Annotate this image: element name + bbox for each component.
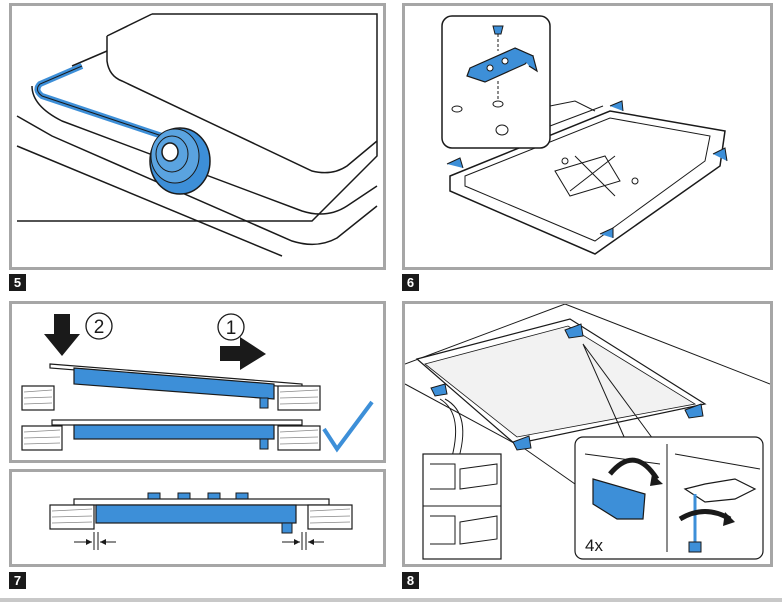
clamp-rotation-icon bbox=[592, 478, 646, 520]
push-down-arrow-icon bbox=[44, 314, 80, 356]
clamp-fixing-illustration: 4x bbox=[405, 304, 770, 560]
clamp-bracket-icon bbox=[683, 478, 757, 503]
gap-clearance-illustration bbox=[49, 492, 353, 550]
step-number-6: 6 bbox=[402, 274, 419, 291]
checkmark-icon bbox=[322, 400, 374, 453]
panel-step-6 bbox=[402, 3, 773, 270]
bottom-border bbox=[0, 598, 782, 602]
step-number-8: 8 bbox=[402, 572, 419, 589]
step-number-5: 5 bbox=[9, 274, 26, 291]
step-order-1: 1 bbox=[226, 318, 237, 339]
clamp-closeup-icon bbox=[451, 25, 538, 136]
step-number-7: 7 bbox=[9, 572, 26, 589]
panel-step-8: 4x bbox=[402, 301, 773, 567]
panel-step-7-gap bbox=[9, 469, 386, 567]
seal-tape-illustration bbox=[16, 13, 378, 257]
step-order-2: 2 bbox=[94, 317, 105, 338]
panel-step-7-insert: 2 1 bbox=[9, 301, 386, 463]
tape-roll-icon bbox=[149, 127, 211, 195]
slide-right-arrow-icon bbox=[220, 337, 266, 370]
hob-insertion-illustration: 2 1 bbox=[21, 312, 374, 453]
panel-step-5 bbox=[9, 3, 386, 270]
clamp-count-label: 4x bbox=[585, 536, 603, 555]
clamp-placement-illustration bbox=[441, 15, 728, 255]
